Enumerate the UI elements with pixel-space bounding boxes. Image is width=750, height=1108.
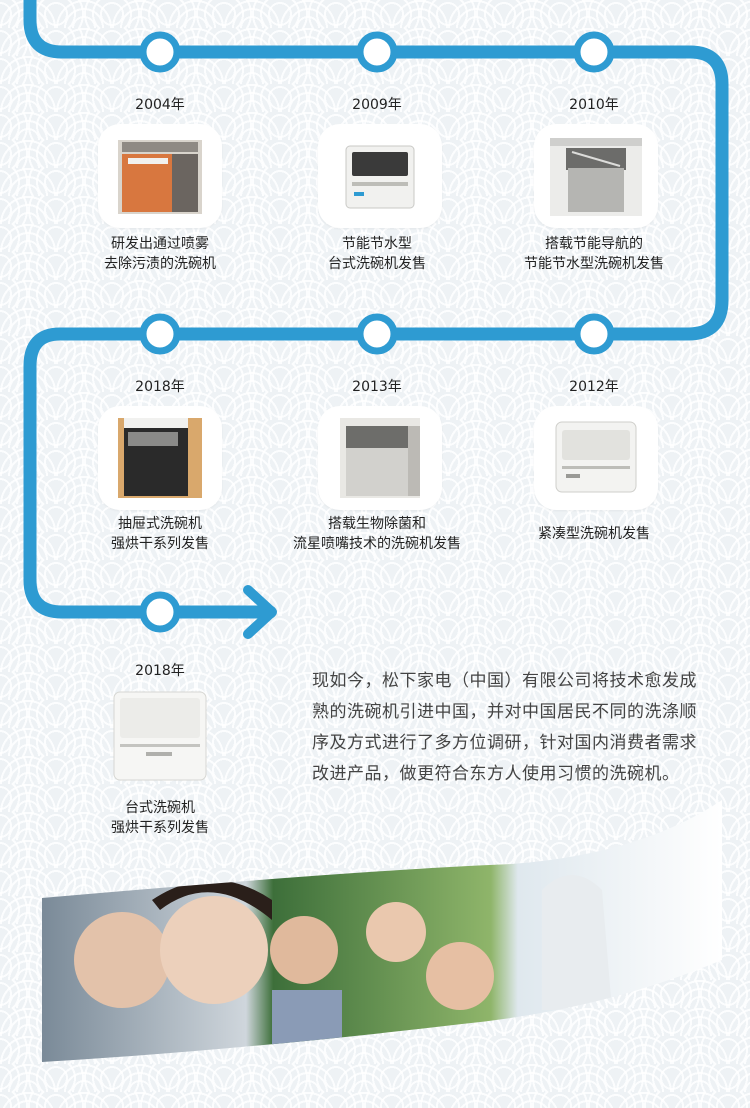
timeline-node: [356, 313, 398, 355]
timeline-arrow-head: [243, 585, 277, 639]
family-photo-icon: [42, 800, 722, 1062]
timeline-node: [573, 313, 615, 355]
milestone-image-card: [534, 406, 658, 510]
milestone-caption: 台式洗碗机强烘干系列发售: [111, 800, 209, 836]
timeline-line: [23, 0, 729, 619]
milestone-year: 2018年: [135, 663, 185, 679]
compact-dishwasher-icon: [555, 421, 637, 493]
milestone-year: 2010年: [569, 97, 619, 113]
milestone-image-card: [98, 406, 222, 510]
built-in-dishwasher-icon: [340, 418, 420, 498]
milestone-image-card: [534, 124, 658, 228]
milestone-caption: 搭载生物除菌和流星喷嘴技术的洗碗机发售: [293, 516, 461, 552]
milestone-year: 2012年: [569, 379, 619, 395]
drawer-dishwasher-icon: [550, 138, 642, 216]
intro-paragraph: 现如今，松下家电（中国）有限公司将技术愈发成熟的洗碗机引进中国，并对中国居民不同…: [312, 671, 697, 784]
timeline-node: [356, 31, 398, 73]
countertop-dishwasher-icon: [345, 145, 415, 209]
timeline-node: [139, 313, 181, 355]
milestone-image-card: [98, 124, 222, 228]
milestone-year: 2013年: [352, 379, 402, 395]
milestone-caption: 搭载节能导航的节能节水型洗碗机发售: [524, 236, 664, 272]
milestone-image-card: [318, 124, 442, 228]
timeline-node: [139, 31, 181, 73]
milestone-caption: 研发出通过喷雾去除污渍的洗碗机: [104, 236, 216, 272]
built-in-dishwasher-icon: [118, 140, 202, 214]
milestone-year: 2004年: [135, 97, 185, 113]
timeline-node: [139, 591, 181, 633]
milestone-caption: 抽屉式洗碗机强烘干系列发售: [111, 516, 209, 552]
milestone-image-card: [318, 406, 442, 510]
timeline-node: [573, 31, 615, 73]
milestone-year: 2009年: [352, 97, 402, 113]
milestone-caption: 紧凑型洗碗机发售: [538, 526, 650, 542]
milestone-year: 2018年: [135, 379, 185, 395]
black-drawer-dishwasher-icon: [118, 418, 202, 498]
white-countertop-dishwasher-icon: [113, 691, 207, 781]
milestone-caption: 节能节水型台式洗碗机发售: [328, 236, 426, 272]
